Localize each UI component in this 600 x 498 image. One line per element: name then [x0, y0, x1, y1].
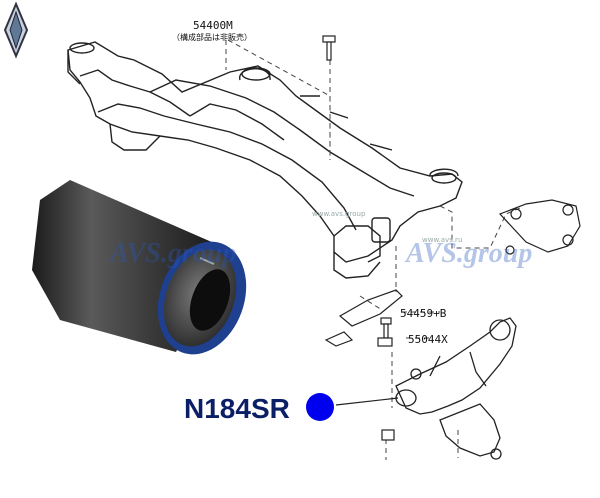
crossmember-part-number: 54400M	[193, 19, 233, 32]
small-watermark-right: www.avs.ru	[422, 236, 463, 244]
part-code-callout: N184SR	[184, 393, 290, 424]
control-arm-drawing	[395, 317, 517, 460]
leader-lines	[225, 39, 521, 460]
callout-marker	[306, 393, 334, 421]
bushing-photo	[32, 180, 247, 355]
watermark-left: AVS.group	[110, 238, 237, 269]
crossmember-note: （構成部品は非販売）	[172, 33, 252, 42]
bolt-icon	[322, 35, 515, 441]
bracket-part-number: 54459+B	[400, 307, 447, 320]
callout-leader	[335, 397, 399, 406]
bracket-drawing	[324, 289, 403, 347]
brand-logo-icon	[3, 1, 29, 59]
mount-drawing	[498, 199, 581, 253]
arm-part-number: 55044X	[408, 333, 448, 346]
crossmember-drawing	[67, 41, 463, 279]
watermark-right: AVS.group	[406, 238, 533, 269]
small-watermark-left: www.avs.group	[312, 210, 366, 218]
